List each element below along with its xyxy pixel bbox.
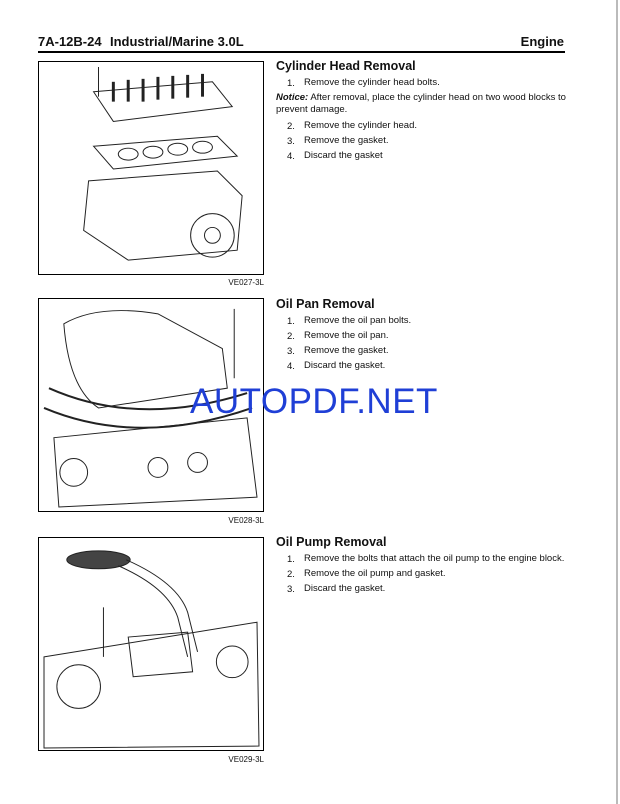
step-number: 2. (287, 569, 295, 580)
page-id: 7A-12B-24 (38, 34, 102, 49)
section-cylinder-head-removal: Cylinder Head Removal 1. Remove the cylin… (276, 58, 566, 164)
figure-cylinder-head (38, 61, 264, 275)
step-number: 1. (287, 316, 295, 327)
step-number: 1. (287, 554, 295, 565)
step-text: Remove the cylinder head. (304, 120, 418, 131)
step: 4. Discard the gasket. (276, 359, 566, 374)
step: 3. Remove the gasket. (276, 134, 566, 149)
section-title: Oil Pump Removal (276, 535, 387, 549)
notice-label: Notice: (276, 92, 309, 103)
step-number: 2. (287, 121, 295, 132)
step: 2. Remove the oil pump and gasket. (276, 567, 566, 582)
step-number: 3. (287, 584, 295, 595)
step-text: Remove the oil pump and gasket. (304, 568, 446, 579)
step-text: Remove the gasket. (304, 135, 389, 146)
step-number: 4. (287, 361, 295, 372)
page-title: Industrial/Marine 3.0L (110, 34, 244, 49)
step-text: Remove the gasket. (304, 345, 389, 356)
section-oil-pump-removal: Oil Pump Removal 1. Remove the bolts that… (276, 534, 566, 597)
header-rule (38, 51, 565, 53)
step: 2. Remove the oil pan. (276, 329, 566, 344)
step-number: 2. (287, 331, 295, 342)
step: 2. Remove the cylinder head. (276, 119, 566, 134)
step: 1. Remove the bolts that attach the oil p… (276, 552, 566, 567)
section-name: Engine (520, 34, 564, 49)
step-number: 3. (287, 346, 295, 357)
step: 4. Discard the gasket (276, 149, 566, 164)
figure-oil-pump (38, 537, 264, 751)
figure-oil-pan (38, 298, 264, 512)
section-title: Cylinder Head Removal (276, 59, 416, 73)
step-number: 1. (287, 78, 295, 89)
watermark: AUTOPDF.NET (190, 382, 438, 421)
step-number: 3. (287, 136, 295, 147)
step: 3. Discard the gasket. (276, 582, 566, 597)
step-text: Discard the gasket (304, 150, 383, 161)
step-text: Remove the bolts that attach the oil pum… (304, 553, 565, 564)
section-oil-pan-removal: Oil Pan Removal 1. Remove the oil pan bol… (276, 296, 566, 374)
page-edge (616, 0, 618, 804)
figure-caption: VE027-3L (228, 278, 264, 287)
step-text: Remove the cylinder head bolts. (304, 77, 440, 88)
step-text: Remove the oil pan bolts. (304, 315, 412, 326)
step: 3. Remove the gasket. (276, 344, 566, 359)
notice: Notice: After removal, place the cylinde… (276, 92, 566, 116)
step: 1. Remove the oil pan bolts. (276, 314, 566, 329)
figure-caption: VE028-3L (228, 516, 264, 525)
notice-text: After removal, place the cylinder head o… (276, 92, 566, 115)
figure-caption: VE029-3L (228, 755, 264, 764)
step: 1. Remove the cylinder head bolts. (276, 76, 566, 91)
step-number: 4. (287, 151, 295, 162)
step-text: Discard the gasket. (304, 360, 386, 371)
section-title: Oil Pan Removal (276, 297, 375, 311)
step-text: Remove the oil pan. (304, 330, 389, 341)
step-text: Discard the gasket. (304, 583, 386, 594)
